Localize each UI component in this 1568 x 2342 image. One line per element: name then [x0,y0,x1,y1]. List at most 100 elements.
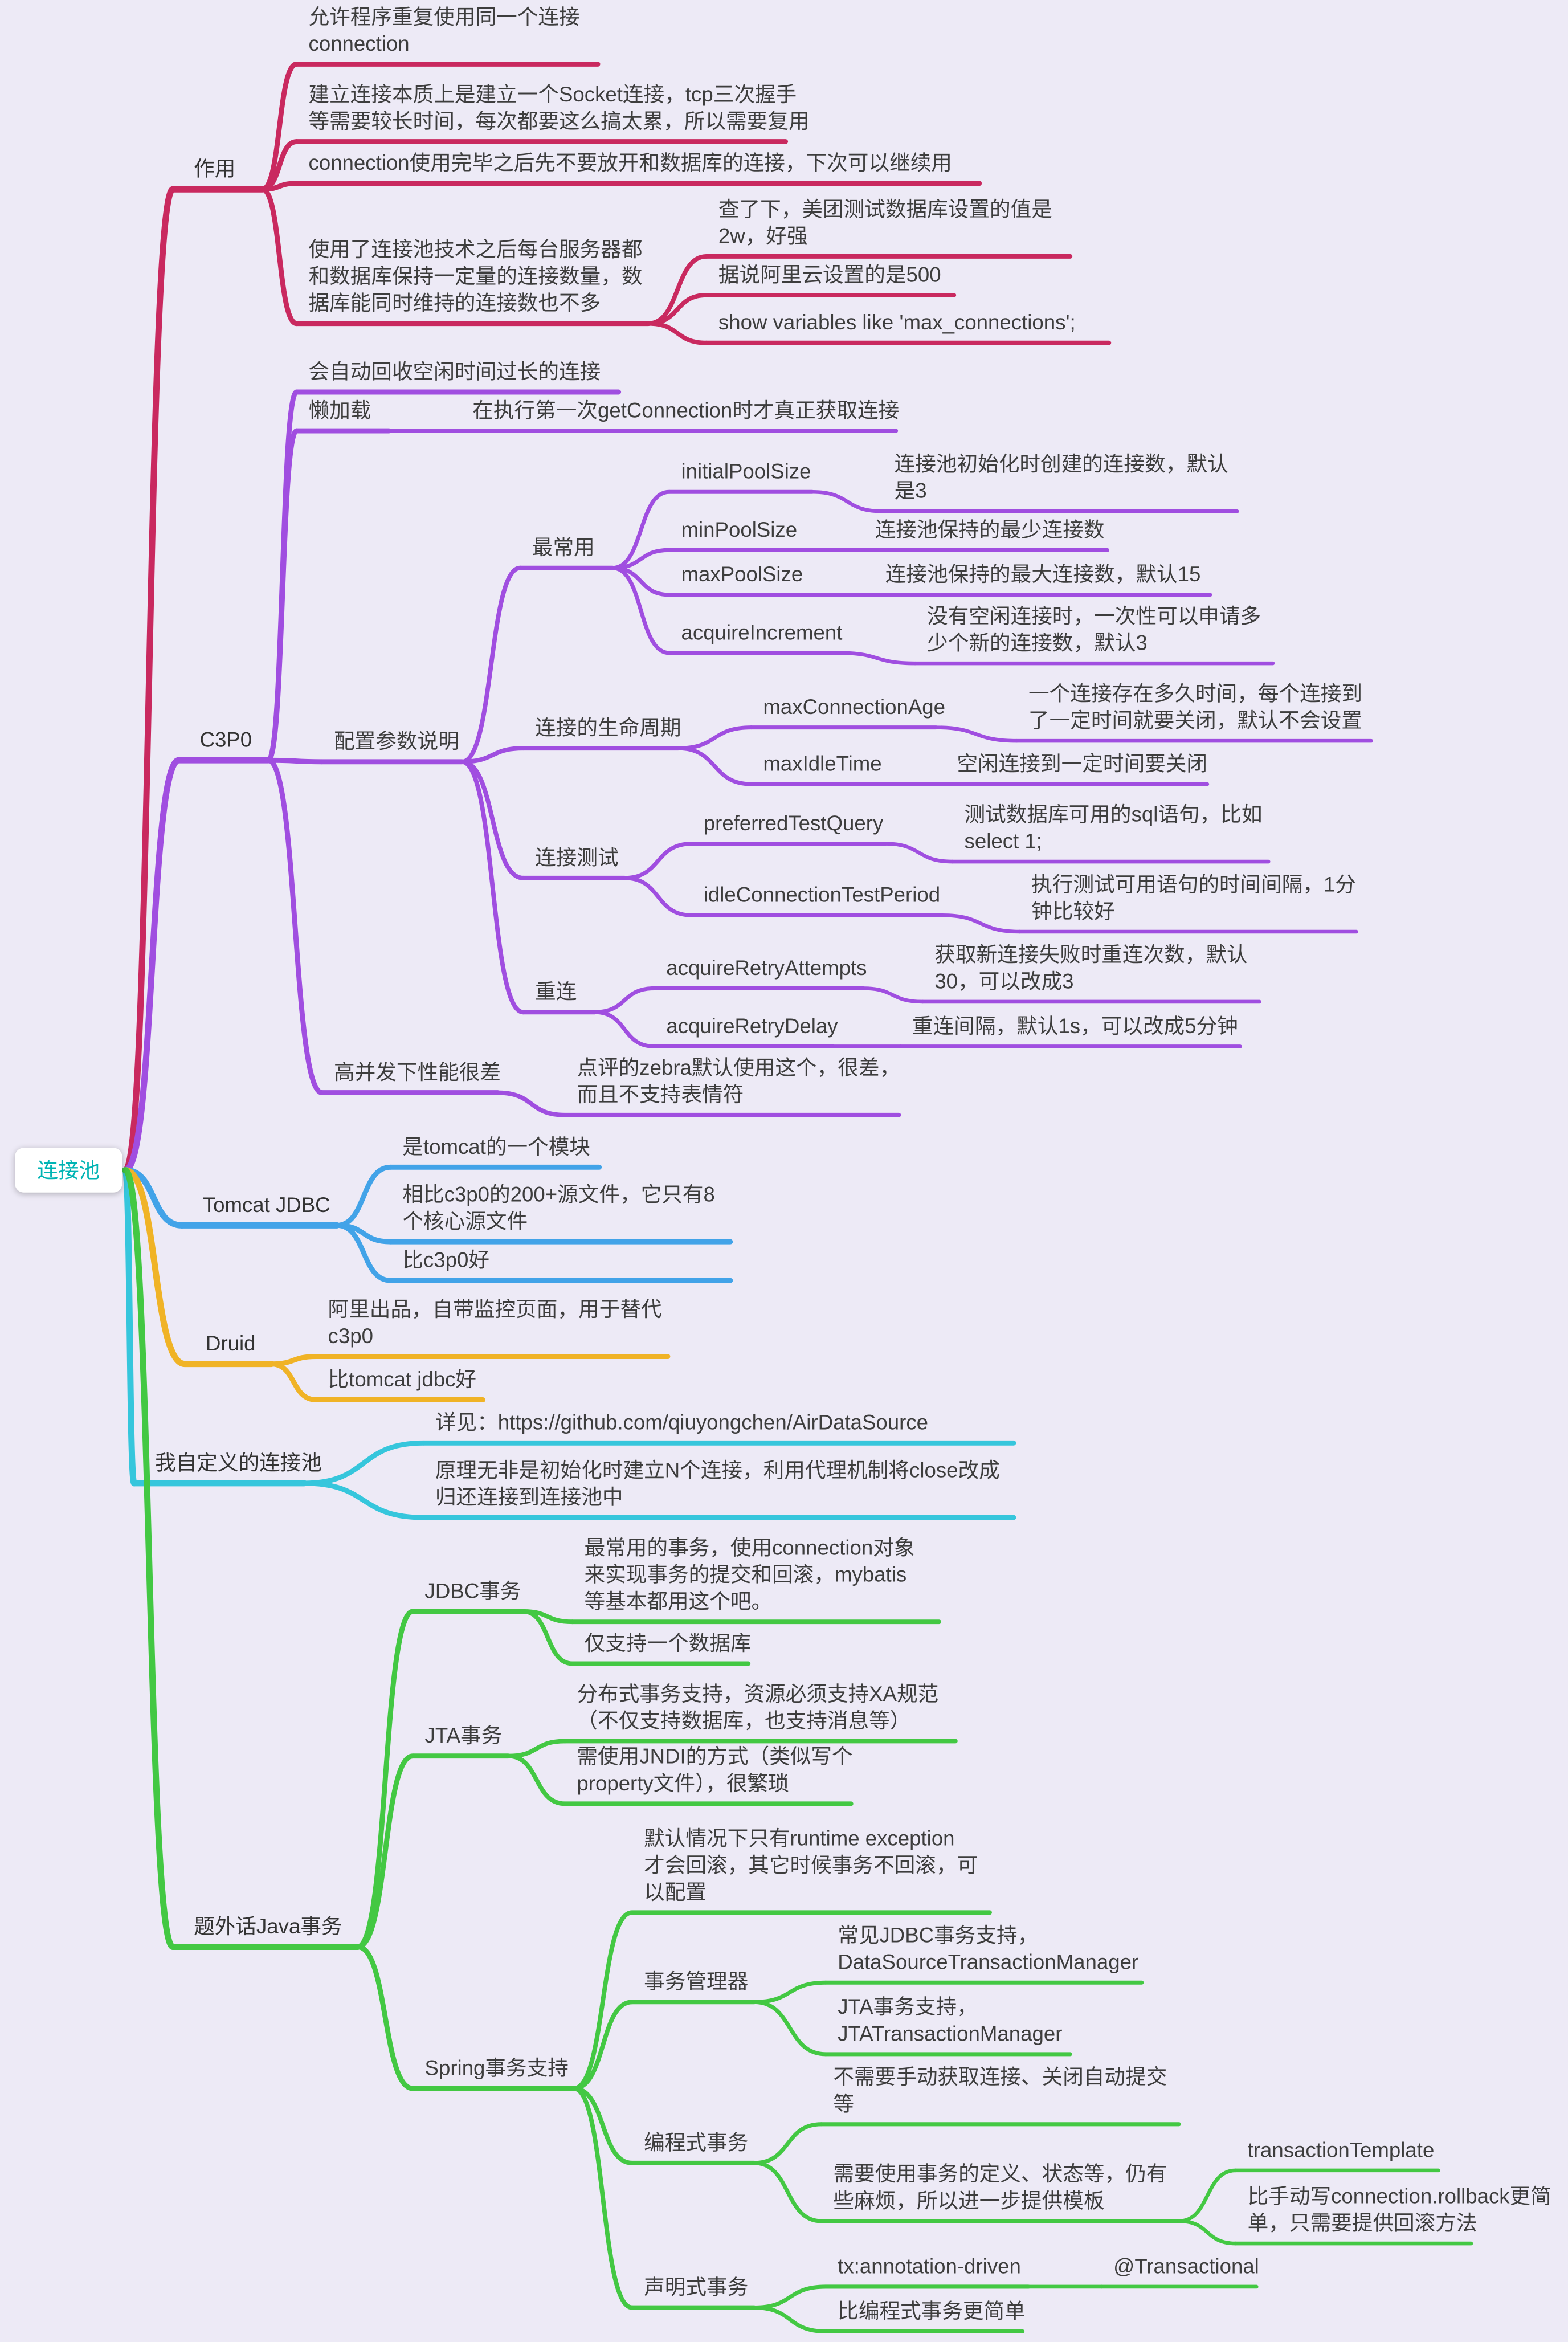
topic[interactable]: 最常用 [532,535,595,559]
topic[interactable]: 高并发下性能很差 [333,1059,501,1084]
branch-topic[interactable]: C3P0 [199,727,252,752]
mindmap-edge [571,2086,635,2310]
topic[interactable]: 空闲连接到一定时间要关闭 [957,751,1207,776]
topic[interactable]: 在执行第一次getConnection时才真正获取连接 [472,398,900,422]
topic[interactable]: JTA事务 [424,1723,503,1747]
topic[interactable]: JDBC事务 [424,1578,521,1603]
mindmap-edge [1177,2219,1238,2246]
topic[interactable]: 需使用JNDI的方式（类似写个 property文件），很繁琐 [577,1744,853,1795]
topic[interactable]: initialPoolSize [681,459,811,483]
topic[interactable]: 不需要手动获取连接、关闭自动提交 等 [833,2064,1167,2116]
topic[interactable]: 连接池保持的最少连接数 [875,517,1105,541]
topic[interactable]: maxConnectionAge [763,695,946,719]
mindmap-edge [122,1167,137,1487]
branch-topic[interactable]: 我自定义的连接池 [155,1450,322,1475]
topic[interactable]: 允许程序重复使用同一个连接 connection [308,4,580,55]
topic[interactable]: idleConnectionTestPeriod [703,882,941,907]
topic[interactable]: 点评的zebra默认使用这个，很差， 而且不支持表情符 [577,1055,901,1107]
topic[interactable]: 详见：https://github.com/qiuyongchen/AirDat… [435,1410,929,1434]
topic[interactable]: 连接的生命周期 [535,715,681,740]
mindmap-edge [259,186,300,327]
topic[interactable]: 重连间隔，默认1s，可以改成5分钟 [912,1013,1238,1038]
topic[interactable]: acquireRetryDelay [666,1013,838,1038]
topic[interactable]: 分布式事务支持，资源必须支持XA规范 （不仅支持数据库，也支持消息等） [577,1681,939,1732]
topic[interactable]: maxIdleTime [763,751,882,776]
topic[interactable]: connection使用完毕之后先不要放开和数据库的连接，下次可以继续用 [308,150,952,175]
mindmap-edge [460,565,522,764]
mindmap-edge [571,2000,635,2091]
mindmap-edge [301,1440,426,1486]
topic[interactable]: acquireIncrement [681,620,843,644]
branch-topic[interactable]: Druid [206,1331,256,1355]
topic[interactable]: @Transactional [1113,2254,1259,2278]
mindmap-edge [593,1010,656,1048]
topic[interactable]: maxPoolSize [681,562,803,586]
topic[interactable]: 声明式事务 [644,2275,749,2299]
mindmap-edge [460,759,526,880]
mindmap-edge [1177,2168,1238,2223]
mindmap-edge [861,986,925,1004]
branch-topic[interactable]: Tomcat JDBC [202,1192,330,1217]
topic[interactable]: JTA事务支持， JTATransactionManager [838,1994,1063,2046]
mindmap-edge [676,725,753,750]
topic[interactable]: minPoolSize [681,517,798,541]
topic[interactable]: 查了下，美团测试数据库设置的值是 2w，好强 [718,197,1052,248]
topic[interactable]: 需要使用事务的定义、状态等，仍有 些麻烦，所以进一步提供模板 [833,2161,1167,2213]
topic[interactable]: Spring事务支持 [424,2055,569,2080]
topic[interactable]: 连接池保持的最大连接数，默认15 [885,562,1201,586]
mindmap-edge [752,2306,828,2333]
mindmap-edge [460,759,526,1015]
branch-topic[interactable]: 作用 [194,156,236,181]
topic[interactable]: 建立连接本质上是建立一个Socket连接，tcp三次握手 等需要较长时间，每次都… [308,81,810,133]
topic[interactable]: tx:annotation-driven [838,2254,1021,2278]
topic[interactable]: 比手动写connection.rollback更简 单，只需要提供回滚方法 [1247,2184,1551,2235]
topic[interactable]: 执行测试可用语句的时间间隔，1分 钟比较好 [1031,872,1357,923]
topic[interactable]: show variables like 'max_connections'; [718,310,1076,334]
topic[interactable]: 一个连接存在多久时间，每个连接到 了一定时间就要关闭，默认不会设置 [1028,681,1363,732]
mindmap-edge [259,62,300,192]
mindmap-edge [622,876,694,917]
topic[interactable]: 相比c3p0的200+源文件，它只有8 个核心源文件 [402,1182,715,1233]
topic[interactable]: 最常用的事务，使用connection对象 来实现事务的提交和回滚，mybati… [584,1535,915,1613]
topic[interactable]: 获取新连接失败时重连次数，默认 30，可以改成3 [934,942,1248,993]
topic[interactable]: 是tomcat的一个模块 [402,1134,590,1158]
topic[interactable]: 常见JDBC事务支持， DataSourceTransactionManager [838,1923,1139,1974]
topic[interactable]: 比tomcat jdbc好 [328,1366,477,1391]
topic[interactable]: 默认情况下只有runtime exception 才会回滚，其它时候事务不回滚，… [644,1826,978,1904]
branch-topic[interactable]: 题外话Java事务 [194,1913,342,1938]
topic[interactable]: 阿里出品，自带监控页面，用于替代 c3p0 [328,1296,662,1348]
topic[interactable]: acquireRetryAttempts [666,955,867,980]
mindmap-edge [571,1910,635,2091]
mindmap-edge [521,1609,575,1666]
topic[interactable]: 重连 [535,979,577,1003]
mindmap-edge [934,725,1019,743]
mindmap-edge [752,2000,828,2057]
topic[interactable]: 原理无非是初始化时建立N个连接，利用代理机制将close改成 归还连接到连接池中 [435,1458,1000,1509]
topic[interactable]: transactionTemplate [1247,2137,1435,2162]
topic[interactable]: 会自动回收空闲时间过长的连接 [308,359,601,383]
mindmap-edge [268,1361,319,1402]
topic[interactable]: 没有空闲连接时，一次性可以申请多 少个新的连接数，默认3 [927,603,1261,655]
mindmap-edge [495,1090,567,1117]
topic[interactable]: preferredTestQuery [703,811,884,835]
mindmap-edge [266,428,300,763]
topic[interactable]: 测试数据库可用的sql语句，比如 select 1; [964,802,1263,853]
topic[interactable]: 仅支持一个数据库 [584,1630,752,1655]
topic[interactable]: 使用了连接池技术之后每台服务器都 和数据库保持一定量的连接数量，数 据库能同时维… [308,236,643,315]
mindmap-edge [752,2161,823,2223]
topic[interactable]: 比编程式事务更简单 [838,2298,1026,2323]
mindmap-edge [752,2122,823,2165]
topic[interactable]: 连接池初始化时创建的连接数，默认 是3 [894,451,1228,503]
topic[interactable]: 懒加载 [308,398,371,422]
topic[interactable]: 比c3p0好 [402,1247,489,1272]
topic[interactable]: 连接测试 [535,845,619,870]
topic[interactable]: 事务管理器 [644,1969,749,1993]
topic[interactable]: 配置参数说明 [333,729,459,753]
root-topic[interactable]: 连接池 [15,1148,122,1193]
topic[interactable]: 编程式事务 [644,2130,749,2155]
mindmap-edge [460,746,526,764]
topic[interactable]: 据说阿里云设置的是500 [718,262,941,287]
mindmap-edge [355,1753,416,1949]
